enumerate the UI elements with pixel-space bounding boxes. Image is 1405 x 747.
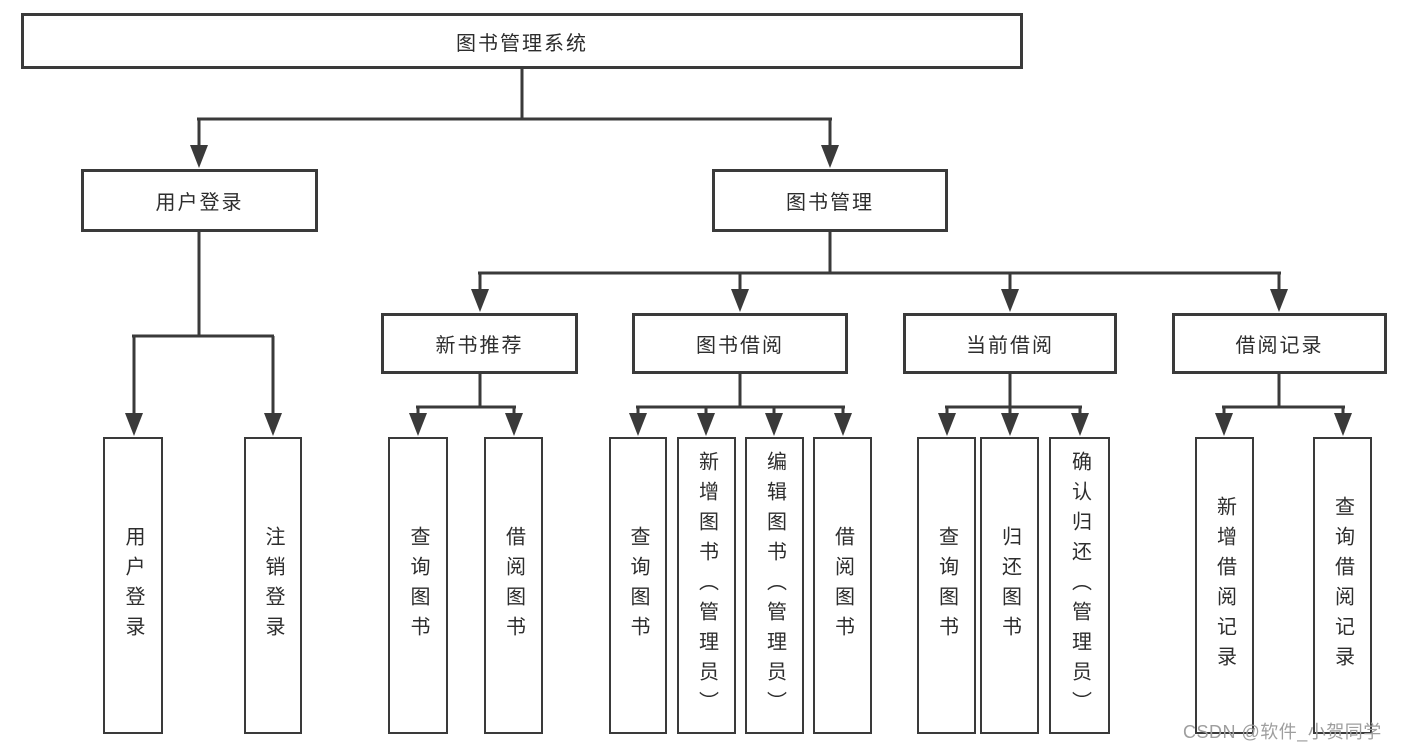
node-leaf-confirm-return-admin: 确认归还（管理员） xyxy=(1049,437,1110,734)
connector-new-book-recommend-to-leaves xyxy=(409,373,523,436)
node-current-borrow: 当前借阅 xyxy=(903,313,1117,374)
node-leaf-query-books-borrow-label: 查询图书 xyxy=(627,525,649,646)
node-leaf-query-borrow-record-label: 查询借阅记录 xyxy=(1331,495,1354,676)
connector-borrow-records-to-leaves xyxy=(1215,373,1352,436)
node-new-book-recommend-label: 新书推荐 xyxy=(435,335,524,357)
node-leaf-query-borrow-record: 查询借阅记录 xyxy=(1313,437,1372,734)
node-leaf-borrow-books: 借阅图书 xyxy=(813,437,872,734)
node-leaf-edit-book-admin: 编辑图书（管理员） xyxy=(745,437,804,734)
connector-current-borrow-to-leaves xyxy=(938,373,1089,436)
node-current-borrow-label: 当前借阅 xyxy=(966,335,1054,357)
node-leaf-return-book: 归还图书 xyxy=(980,437,1039,734)
node-leaf-borrow-books-recommend: 借阅图书 xyxy=(484,437,543,734)
node-leaf-user-login: 用户登录 xyxy=(103,437,163,734)
connector-book-borrow-to-leaves xyxy=(629,373,852,436)
connector-user-login-to-leaves xyxy=(125,231,282,436)
node-leaf-logout-label: 注销登录 xyxy=(262,525,284,646)
node-leaf-add-borrow-record-label: 新增借阅记录 xyxy=(1213,495,1236,676)
node-user-login-label: 用户登录 xyxy=(155,192,244,214)
node-leaf-borrow-books-label: 借阅图书 xyxy=(831,525,854,646)
node-leaf-borrow-books-recommend-label: 借阅图书 xyxy=(502,525,525,646)
connector-root-to-level2 xyxy=(190,68,839,168)
node-leaf-add-book-admin: 新增图书（管理员） xyxy=(677,437,736,734)
node-leaf-confirm-return-admin-label: 确认归还（管理员） xyxy=(1068,450,1091,721)
node-leaf-user-login-label: 用户登录 xyxy=(122,525,144,646)
node-leaf-return-book-label: 归还图书 xyxy=(998,525,1021,646)
node-book-management: 图书管理 xyxy=(712,169,948,232)
node-leaf-edit-book-admin-label: 编辑图书（管理员） xyxy=(763,450,786,721)
node-leaf-query-books-borrow: 查询图书 xyxy=(609,437,667,734)
node-leaf-logout: 注销登录 xyxy=(244,437,302,734)
node-leaf-query-books-recommend-label: 查询图书 xyxy=(407,525,429,646)
node-borrow-records-label: 借阅记录 xyxy=(1235,335,1324,357)
node-borrow-records: 借阅记录 xyxy=(1172,313,1387,374)
node-library-system: 图书管理系统 xyxy=(21,13,1023,69)
node-book-management-label: 图书管理 xyxy=(786,192,874,214)
node-leaf-add-borrow-record: 新增借阅记录 xyxy=(1195,437,1254,734)
node-leaf-query-books-recommend: 查询图书 xyxy=(388,437,448,734)
node-leaf-add-book-admin-label: 新增图书（管理员） xyxy=(695,450,718,721)
node-new-book-recommend: 新书推荐 xyxy=(381,313,578,374)
node-user-login: 用户登录 xyxy=(81,169,318,232)
csdn-watermark: CSDN @软件_小贺同学 xyxy=(1183,722,1382,742)
node-leaf-query-books-current-label: 查询图书 xyxy=(935,525,958,646)
node-leaf-query-books-current: 查询图书 xyxy=(917,437,976,734)
node-library-system-label: 图书管理系统 xyxy=(456,32,588,55)
connector-book-management-to-level3 xyxy=(471,231,1288,312)
node-book-borrow: 图书借阅 xyxy=(632,313,848,374)
node-book-borrow-label: 图书借阅 xyxy=(696,335,784,357)
